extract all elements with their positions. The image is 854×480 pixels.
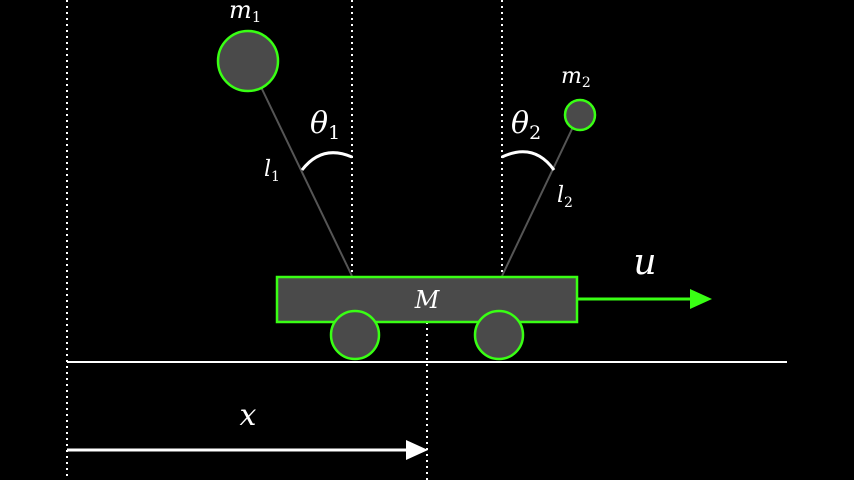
mass-2-label: m2	[561, 64, 591, 91]
cart-wheel-right	[473, 309, 525, 361]
angle-arc-1	[300, 151, 353, 171]
mass-1-label: m1	[229, 0, 261, 26]
force-label: u	[633, 242, 656, 283]
pendulum-rod-2	[501, 126, 574, 277]
pendulum-mass-2	[563, 98, 597, 132]
length-2-label: l2	[557, 183, 573, 211]
position-label: x	[240, 398, 257, 433]
length-1-label: l1	[264, 157, 280, 185]
cart-mass-label: M	[414, 286, 441, 314]
force-arrow-head	[690, 289, 712, 309]
angle-2-label: θ2	[511, 106, 541, 144]
position-arrow-head	[406, 440, 428, 460]
angle-1-label: θ1	[310, 106, 340, 144]
cart-body	[275, 275, 579, 324]
pendulum-mass-1	[216, 29, 280, 93]
angle-arc-2	[501, 150, 556, 171]
pendulum-rod-1	[260, 86, 353, 277]
cart-wheel-left	[329, 309, 381, 361]
